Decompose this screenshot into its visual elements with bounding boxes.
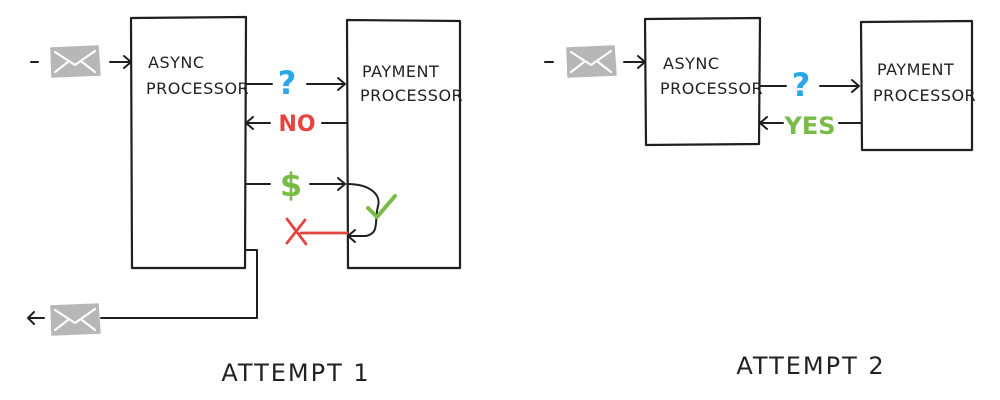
attempt-1-no-token: NO	[278, 112, 315, 137]
attempt-2-diagram: ASYNC PROCESSOR PAYMENT PROCESSOR ? YES …	[544, 16, 976, 380]
attempt-1-diagram: ASYNC PROCESSOR PAYMENT PROCESSOR ? NO $…	[27, 15, 463, 387]
attempt-2-caption: ATTEMPT 2	[736, 352, 885, 380]
attempt-1-outgoing-path	[100, 249, 258, 319]
attempt-1-request-arrow	[306, 77, 346, 91]
attempt-2-payment-processor-label-line-1: PAYMENT	[877, 60, 954, 79]
attempt-1-payment-arrow	[309, 177, 346, 191]
attempt-2-yes-arrow	[759, 116, 784, 130]
attempt-1-incoming-arrow	[109, 55, 132, 69]
attempt-1-payment-processor-label-line-1: PAYMENT	[362, 62, 439, 81]
attempt-1-no-arrow	[245, 116, 271, 130]
attempt-1-payment-processor-box	[345, 18, 462, 270]
attempt-1-async-processor-box	[129, 15, 248, 270]
attempt-2-yes-token: YES	[783, 112, 835, 140]
attempt-1-payment-processor-label-line-2: PROCESSOR	[360, 86, 463, 105]
attempt-2-async-processor-label-line-2: PROCESSOR	[660, 79, 763, 98]
x-mark-icon	[285, 217, 308, 246]
attempt-2-async-processor-box	[643, 16, 762, 147]
attempt-1-incoming-envelope-icon	[49, 44, 102, 79]
attempt-2-payment-processor-label-line-2: PROCESSOR	[873, 86, 976, 105]
attempt-2-async-processor-label-line-1: ASYNC	[663, 54, 720, 73]
attempt-1-dollar-token: $	[280, 166, 302, 204]
attempt-1-confirm-arrow-head	[347, 229, 356, 243]
attempt-2-payment-processor-box	[859, 19, 974, 152]
attempt-2-request-arrow	[819, 79, 860, 93]
attempt-1-caption: ATTEMPT 1	[221, 359, 370, 387]
checkmark-icon	[366, 194, 397, 219]
attempt-1-async-processor-label-line-2: PROCESSOR	[146, 79, 249, 98]
attempt-1-outgoing-envelope-icon	[49, 302, 102, 337]
attempt-2-incoming-envelope-icon	[565, 44, 618, 79]
attempt-1-outgoing-arrow	[27, 311, 45, 325]
attempt-2-question-token: ?	[792, 66, 811, 104]
attempt-1-question-token: ?	[278, 64, 297, 102]
attempt-1-async-processor-label-line-1: ASYNC	[148, 53, 205, 72]
attempt-1-confirm-loop	[346, 183, 380, 237]
attempt-2-incoming-arrow	[623, 55, 646, 69]
